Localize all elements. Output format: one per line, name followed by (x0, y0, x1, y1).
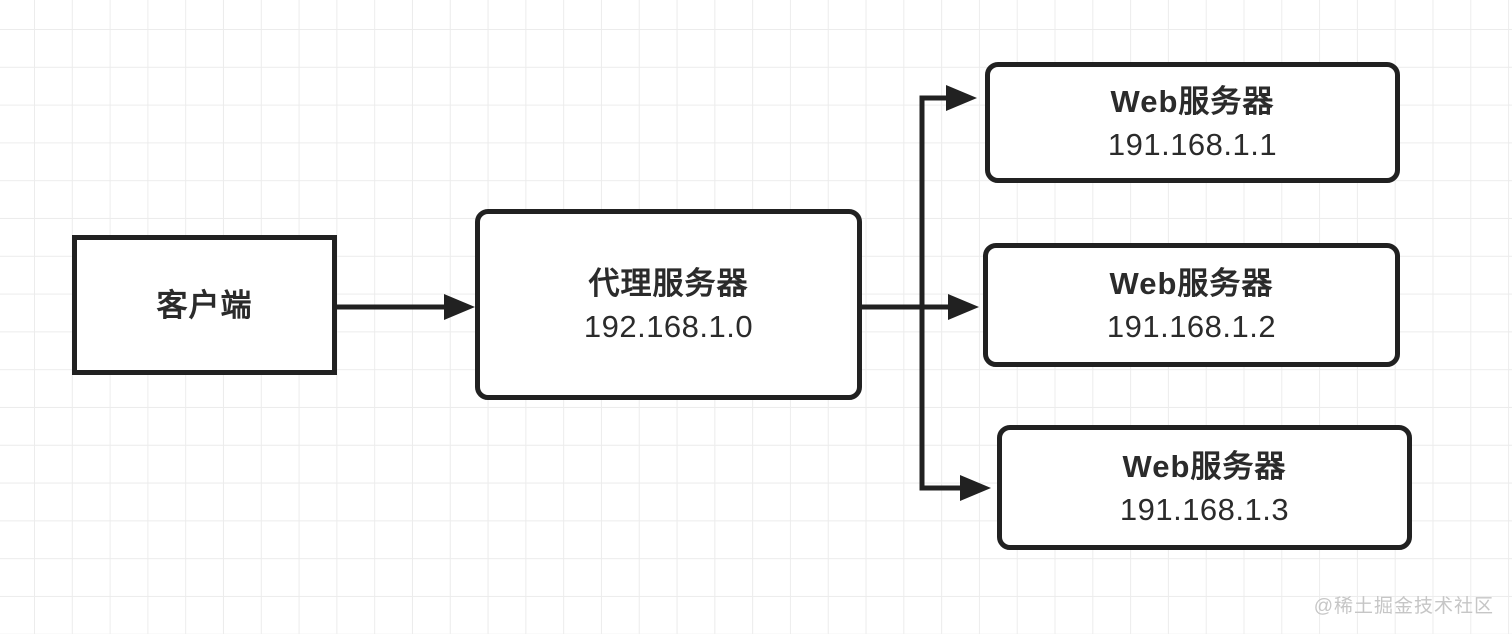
node-client-label: 客户端 (156, 287, 253, 323)
node-web-server-2-ip: 191.168.1.2 (1106, 309, 1277, 344)
connector-proxy-branch-trunk (862, 95, 950, 491)
node-web-server-3-label: Web服务器 (1122, 448, 1287, 484)
node-web-server-2-label: Web服务器 (1109, 266, 1274, 301)
node-web-server-3: Web服务器 191.168.1.3 (997, 425, 1412, 550)
node-client: 客户端 (72, 235, 337, 375)
arrow-proxy-to-web-server-1 (922, 85, 977, 111)
node-proxy-label: 代理服务器 (588, 265, 749, 301)
node-web-server-2: Web服务器 191.168.1.2 (983, 243, 1400, 367)
node-web-server-1-label: Web服务器 (1110, 83, 1275, 119)
arrow-proxy-to-web-server-3 (922, 475, 991, 501)
arrow-proxy-to-web-server-2 (948, 294, 979, 320)
node-web-server-1-ip: 191.168.1.1 (1107, 126, 1278, 162)
node-proxy-server: 代理服务器 192.168.1.0 (475, 209, 862, 400)
watermark: @稀土掘金技术社区 (1313, 596, 1494, 617)
node-web-server-3-ip: 191.168.1.3 (1119, 491, 1290, 527)
node-web-server-1: Web服务器 191.168.1.1 (985, 62, 1400, 183)
arrow-client-to-proxy (337, 294, 475, 320)
node-proxy-ip: 192.168.1.0 (583, 308, 754, 344)
